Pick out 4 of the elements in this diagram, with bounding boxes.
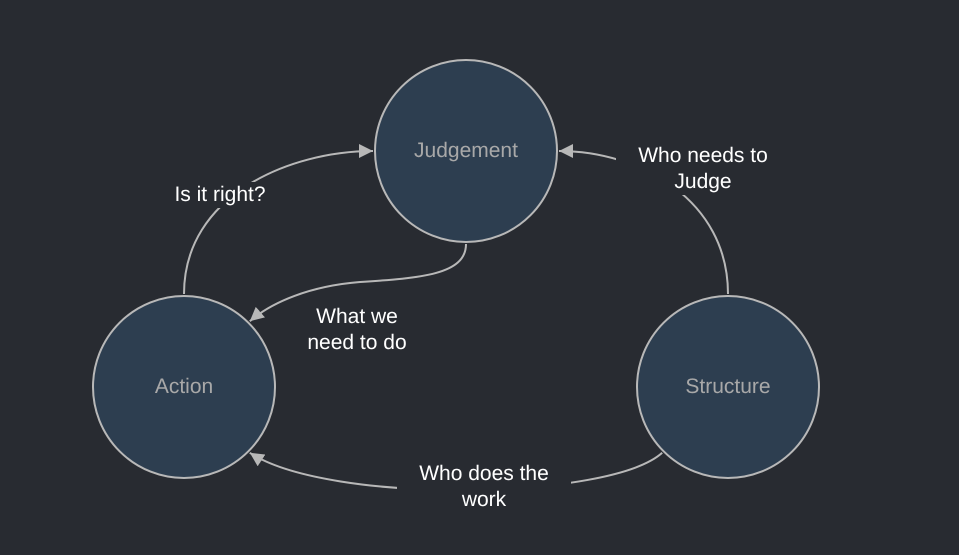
arrow	[249, 244, 467, 322]
node-label: Action	[154, 375, 214, 399]
node-label: Judgement	[414, 139, 518, 163]
node-label: Structure	[685, 375, 771, 399]
